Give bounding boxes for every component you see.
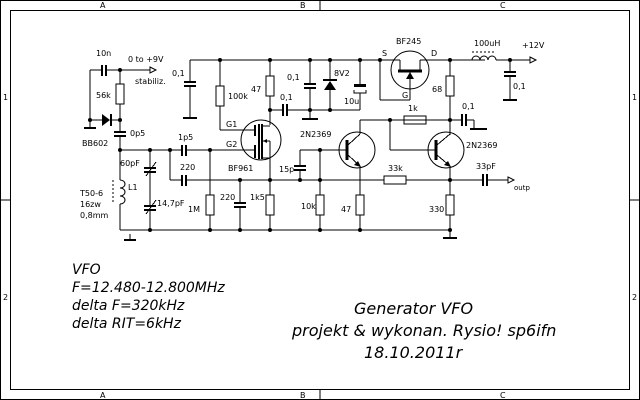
- tank-circuit: [112, 145, 300, 241]
- label-r-47-b: 47: [341, 205, 351, 214]
- label-c-14-7pF: 14,7pF: [157, 199, 185, 208]
- label-jfet: BF245: [396, 37, 421, 46]
- label-c-0-1-e: 0,1: [462, 102, 475, 111]
- varicap-diode-icon: [102, 114, 110, 126]
- label-r-1k: 1k: [408, 104, 418, 113]
- label-supply-12v: +12V: [522, 41, 545, 50]
- label-outp: outp: [514, 184, 530, 192]
- tuning-input: [84, 65, 158, 150]
- label-zener: 8V2: [334, 69, 350, 78]
- label-jfet-d: D: [431, 49, 437, 58]
- label-r-1k5: 1k5: [250, 193, 265, 202]
- label-r-56k: 56k: [96, 91, 111, 100]
- label-jfet-g: G: [402, 91, 408, 100]
- label-mosfet: BF961: [228, 164, 253, 173]
- transistor-q1: [338, 118, 450, 195]
- frame-row-2-right: 2: [632, 293, 637, 302]
- label-c-60pF: 60pF: [120, 159, 140, 168]
- resistor-68: [445, 75, 455, 97]
- label-c-0-1-a: 0,1: [172, 69, 185, 78]
- resistor-33k: [383, 175, 407, 185]
- label-l1: L1: [128, 183, 138, 192]
- frame-col-c-bottom: C: [500, 391, 506, 400]
- inductor-l1-icon: [119, 179, 126, 205]
- title-block-author: projekt & wykonan. Rysio! sp6ifn: [291, 321, 556, 340]
- label-c-220-a: 220: [180, 163, 195, 172]
- label-varicap: BB602: [82, 139, 108, 148]
- label-r-1M: 1M: [188, 205, 200, 214]
- electrolytic-cap-10u: [354, 84, 366, 87]
- note-delta-f: delta F=320kHz: [72, 298, 185, 314]
- title-block-date: 18.10.2011r: [364, 343, 464, 362]
- frame-col-a-bottom: A: [100, 391, 106, 400]
- frame-row-1-right: 1: [632, 93, 637, 102]
- mosfet-bf961: [230, 119, 282, 180]
- label-c-10n: 10n: [96, 49, 111, 58]
- label-supply-in: 0 to +9V: [128, 55, 164, 64]
- label-turns: 16zw: [80, 200, 101, 209]
- resistor-47-emitter: [355, 194, 365, 216]
- resistor-100k: [215, 85, 225, 107]
- resistor-10k: [315, 194, 325, 216]
- transistor-q2: [389, 120, 465, 195]
- jfet-bf245: [379, 50, 485, 101]
- label-r-10k: 10k: [301, 202, 316, 211]
- note-frequency: F=12.480-12.800MHz: [72, 280, 225, 296]
- zener-diode-icon: [324, 81, 336, 90]
- label-r-47-a: 47: [251, 85, 261, 94]
- frame-col-b-top: B: [300, 1, 306, 10]
- note-vfo: VFO: [72, 262, 101, 278]
- label-r-33k: 33k: [388, 164, 403, 173]
- label-g1: G1: [226, 120, 237, 129]
- label-c-0-1-c: 0,1: [280, 93, 293, 102]
- label-c-220-b: 220: [220, 193, 235, 202]
- label-jfet-s: S: [382, 49, 387, 58]
- label-c-1p5: 1p5: [178, 133, 193, 142]
- label-c-0-1-b: 0,1: [287, 73, 300, 82]
- inner-frame: [10, 10, 630, 390]
- label-inductor-100uH: 100uH: [474, 39, 500, 48]
- resistor-1k5: [265, 194, 275, 216]
- label-g2: G2: [226, 140, 237, 149]
- resistor-56k: [115, 83, 125, 105]
- label-c-0p5: 0p5: [130, 129, 145, 138]
- label-core: T50-6: [79, 189, 103, 198]
- label-c-10u: 10u: [344, 97, 359, 106]
- resistor-1k: [403, 115, 427, 125]
- supply-rail: [183, 58, 382, 131]
- label-c-33pF: 33pF: [476, 162, 496, 171]
- label-c-0-1-d: 0,1: [513, 82, 526, 91]
- resistor-1M: [205, 194, 215, 216]
- output-arrow-icon: [507, 176, 516, 184]
- frame-col-b-bottom: B: [300, 391, 306, 400]
- resistor-330: [445, 194, 455, 216]
- supply-input-arrow-icon: [149, 66, 158, 74]
- supply-12v-arrow-icon: [529, 56, 538, 64]
- label-q2: 2N2369: [466, 141, 497, 150]
- label-wire: 0,8mm: [80, 211, 109, 220]
- inductor-100uH-icon: [471, 55, 497, 61]
- frame-col-c-top: C: [500, 1, 506, 10]
- note-delta-rit: delta RIT=6kHz: [72, 316, 182, 332]
- frame-row-1-left: 1: [3, 93, 8, 102]
- label-stabiliz: stabiliz.: [135, 77, 166, 86]
- label-c-15p: 15p: [279, 165, 294, 174]
- frame-col-a-top: A: [100, 1, 106, 10]
- label-q1: 2N2369: [300, 130, 331, 139]
- frame-row-2-left: 2: [3, 293, 8, 302]
- label-r-330: 330: [429, 205, 444, 214]
- label-r-68: 68: [432, 85, 442, 94]
- label-r-100k: 100k: [228, 92, 248, 101]
- capacitor-15p: [294, 148, 340, 180]
- title-block-title: Generator VFO: [354, 299, 473, 318]
- resistor-47-drain: [265, 75, 275, 97]
